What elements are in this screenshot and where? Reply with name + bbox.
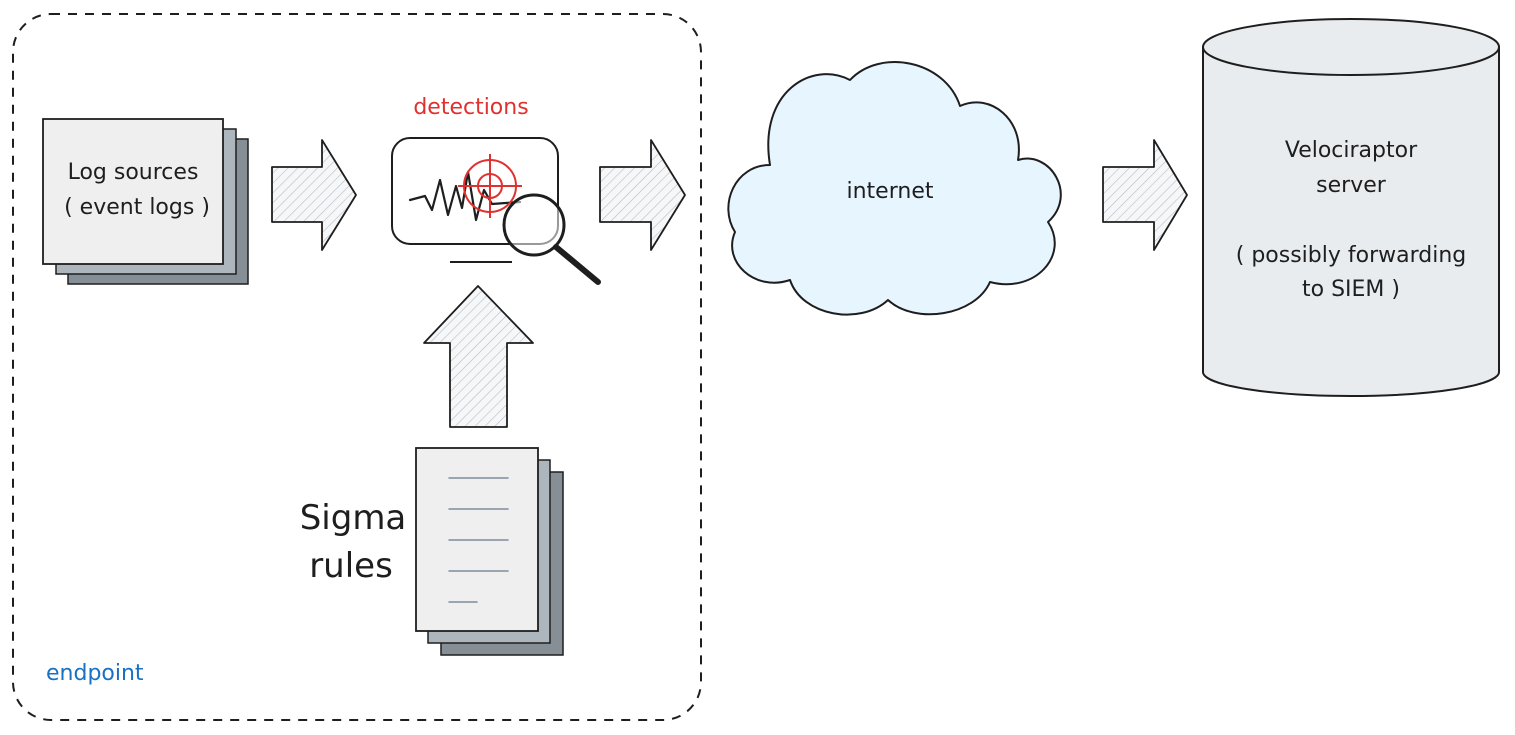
waveform-icon <box>408 170 522 222</box>
sigma-label-line1: Sigma <box>300 498 407 538</box>
log-sources-stack: Log sources ( event logs ) <box>42 118 249 285</box>
log-sources-subtitle: ( event logs ) <box>64 195 210 220</box>
server-note-line2: to SIEM ) <box>1302 277 1400 302</box>
detections-label: detections <box>413 95 528 120</box>
crosshair-icon <box>458 154 522 218</box>
magnifier-icon <box>502 193 601 285</box>
arrow-logs-to-detections <box>271 139 357 251</box>
detections-monitor: detections <box>391 95 601 285</box>
endpoint-label: endpoint <box>46 661 144 686</box>
arrow-detections-to-internet <box>599 139 686 251</box>
arrow-internet-to-server <box>1102 139 1188 251</box>
endpoint-boundary: endpoint <box>12 13 702 721</box>
server-title: Velociraptor <box>1285 138 1418 163</box>
internet-cloud: internet <box>727 61 1062 316</box>
internet-label: internet <box>847 179 934 204</box>
velociraptor-server: Velociraptor server ( possibly forwardin… <box>1202 18 1500 397</box>
sigma-label-line2: rules <box>309 546 393 586</box>
sigma-rules-stack: Sigma rules <box>300 447 564 656</box>
server-subtitle: server <box>1316 173 1387 198</box>
log-sources-title: Log sources <box>68 160 199 185</box>
server-note-line1: ( possibly forwarding <box>1236 243 1467 268</box>
arrow-sigma-to-detections <box>423 285 534 428</box>
